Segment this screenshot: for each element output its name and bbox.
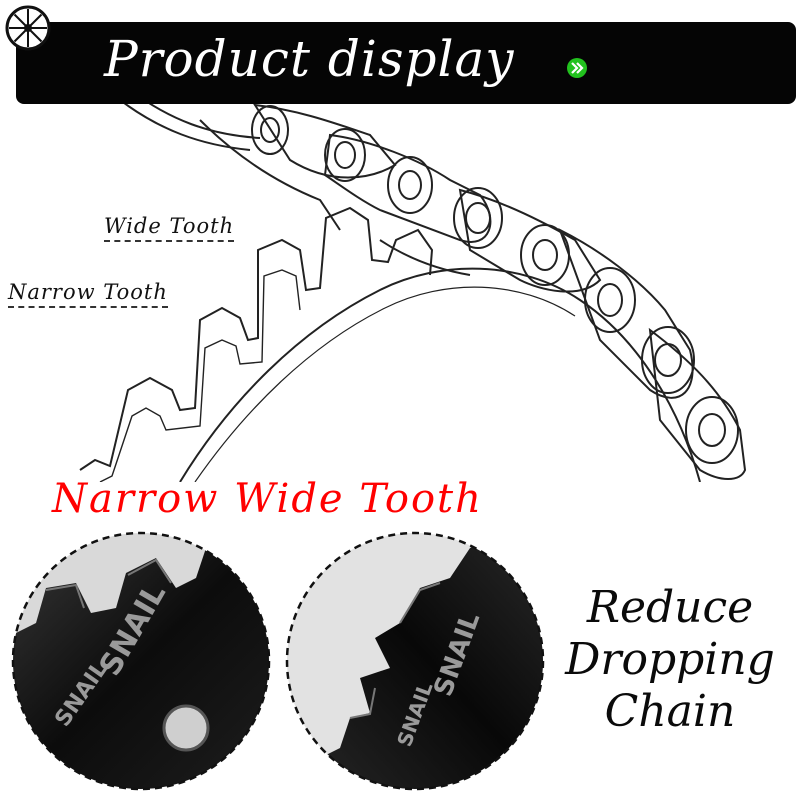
side-text-line3: Chain — [604, 686, 736, 737]
double-chevron-right-icon — [567, 58, 587, 78]
bicycle-wheel-icon — [5, 5, 51, 51]
title-banner: Product display — [16, 22, 796, 104]
wide-tooth-callout: Wide Tooth — [104, 214, 235, 242]
callout-underline — [104, 240, 235, 242]
chainring-closeup-left: SNAIL SNAIL — [11, 531, 271, 791]
reduce-dropping-chain-text: Reduce Dropping Chain — [548, 582, 792, 738]
wide-tooth-label: Wide Tooth — [104, 214, 235, 238]
side-text-line1: Reduce — [586, 582, 754, 633]
chainring-closeup-right: SNAIL SNAIL — [285, 531, 545, 791]
chainring-chain-drawing — [79, 90, 747, 482]
side-text-line2: Dropping — [565, 634, 775, 685]
section-heading: Narrow Wide Tooth — [52, 476, 483, 522]
page-title: Product display — [104, 30, 515, 88]
narrow-tooth-label: Narrow Tooth — [8, 280, 168, 304]
callout-underline — [8, 306, 168, 308]
narrow-tooth-callout: Narrow Tooth — [8, 280, 168, 308]
